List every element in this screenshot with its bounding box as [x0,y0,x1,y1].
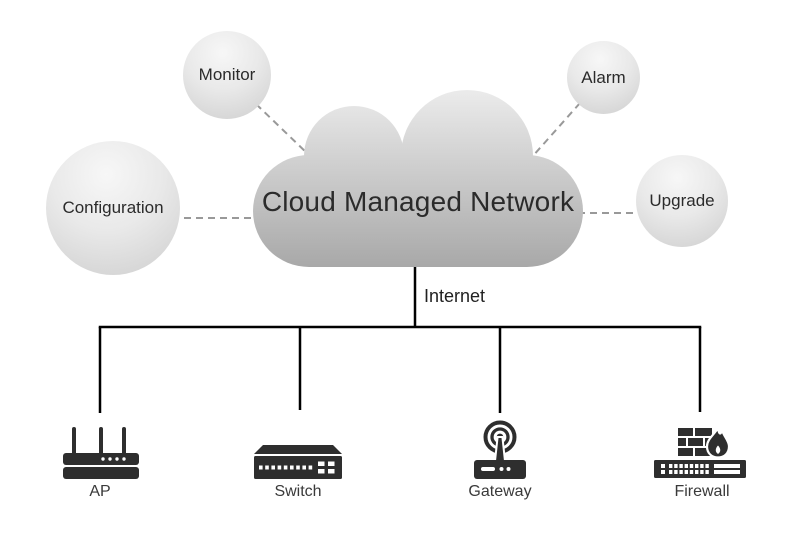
cloud-label: Cloud Managed Network [261,186,575,217]
device-label-firewall: Firewall [674,483,730,500]
satellite-upgrade-label: Upgrade [649,191,715,210]
cloud-shape [253,90,583,267]
satellite-monitor-label: Monitor [198,65,256,84]
satellite-configuration-label: Configuration [62,198,164,217]
satellite-alarm-label: Alarm [581,67,626,87]
gateway-icon [474,420,526,479]
switch-icon [254,445,342,479]
satellite-monitor: Monitor [183,31,271,119]
firewall-icon [654,428,746,478]
device-label-ap: AP [89,483,111,500]
satellite-upgrade: Upgrade [636,155,728,247]
satellite-alarm: Alarm [567,41,640,114]
internet-label: Internet [424,286,486,306]
device-label-gateway: Gateway [468,483,532,500]
satellite-configuration: Configuration [46,141,180,275]
device-label-switch: Switch [274,483,322,500]
access-point-icon [63,427,139,479]
